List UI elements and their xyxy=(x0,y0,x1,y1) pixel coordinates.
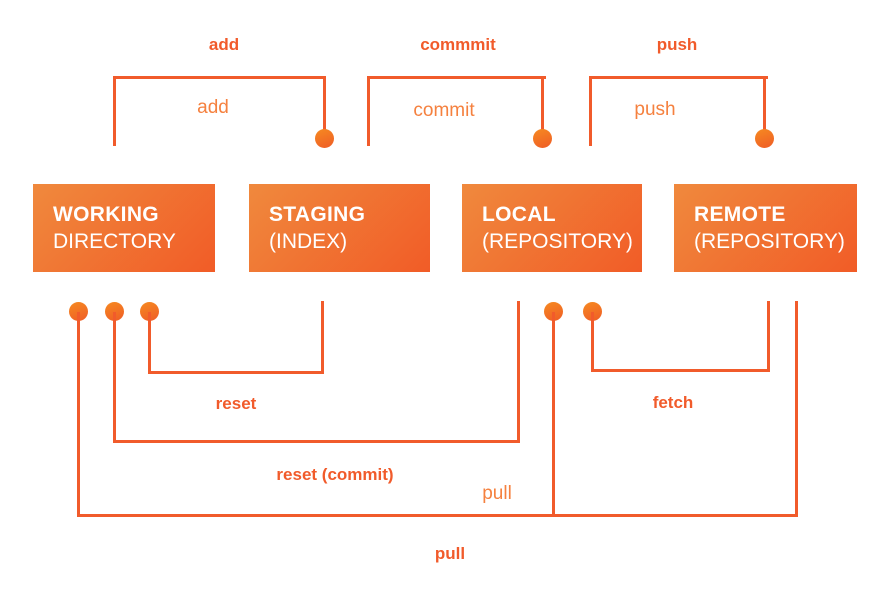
box-remote-title: REMOTE xyxy=(694,203,786,226)
reset-commit-bracket-left-line xyxy=(113,312,116,443)
reset-commit-dot xyxy=(105,302,124,321)
pull-bracket-right-line xyxy=(795,301,798,517)
push-endpoint-dot xyxy=(755,129,774,148)
fetch-flow-title: fetch xyxy=(652,393,694,412)
box-staging-subtitle: (INDEX) xyxy=(269,230,348,253)
commit-endpoint-dot xyxy=(533,129,552,148)
fetch-dot xyxy=(583,302,602,321)
pull-bracket-left-line xyxy=(77,312,80,517)
fetch-bracket-right-line xyxy=(767,301,770,372)
commit-flow-label: commit xyxy=(413,100,475,121)
reset-commit-bracket-right-line xyxy=(517,301,520,443)
box-staging-title: STAGING xyxy=(269,203,366,226)
reset-commit-flow-title: reset (commit) xyxy=(276,465,394,484)
push-bracket-left-line xyxy=(589,76,592,146)
reset-flow-title: reset xyxy=(215,394,257,413)
box-local-repository: LOCAL (REPOSITORY) xyxy=(462,184,642,272)
box-working-directory-subtitle: DIRECTORY xyxy=(53,230,176,253)
box-working-directory-title: WORKING xyxy=(53,203,159,226)
pull-flow-label: pull xyxy=(482,483,512,504)
add-flow-title: add xyxy=(208,35,240,54)
add-bracket-left-line xyxy=(113,76,116,146)
pull-flow-title: pull xyxy=(434,544,466,563)
push-bracket-right-line xyxy=(763,76,766,140)
reset-commit-bracket-bottom-line xyxy=(113,440,520,443)
pull-bracket-bottom-line xyxy=(77,514,798,517)
box-remote-repository: REMOTE (REPOSITORY) xyxy=(674,184,857,272)
push-flow-title: push xyxy=(656,35,698,54)
pull-branch-local-line xyxy=(552,312,555,517)
commit-bracket-left-line xyxy=(367,76,370,146)
box-working-directory: WORKING DIRECTORY xyxy=(33,184,215,272)
add-bracket-right-line xyxy=(323,76,326,140)
commit-flow-title: commmit xyxy=(420,35,496,54)
reset-dot xyxy=(140,302,159,321)
add-bracket-top-line xyxy=(113,76,326,79)
box-local-title: LOCAL xyxy=(482,203,556,226)
pull-working-dot xyxy=(69,302,88,321)
pull-local-dot xyxy=(544,302,563,321)
reset-bracket-left-line xyxy=(148,312,151,374)
fetch-bracket-bottom-line xyxy=(591,369,770,372)
push-bracket-top-line xyxy=(589,76,768,79)
add-flow-label: add xyxy=(197,97,229,118)
add-endpoint-dot xyxy=(315,129,334,148)
commit-bracket-top-line xyxy=(367,76,546,79)
fetch-bracket-left-line xyxy=(591,312,594,372)
commit-bracket-right-line xyxy=(541,76,544,140)
reset-bracket-bottom-line xyxy=(148,371,324,374)
box-local-subtitle: (REPOSITORY) xyxy=(482,230,633,253)
box-remote-subtitle: (REPOSITORY) xyxy=(694,230,845,253)
reset-bracket-right-line xyxy=(321,301,324,374)
box-staging-index: STAGING (INDEX) xyxy=(249,184,430,272)
push-flow-label: push xyxy=(634,99,676,120)
